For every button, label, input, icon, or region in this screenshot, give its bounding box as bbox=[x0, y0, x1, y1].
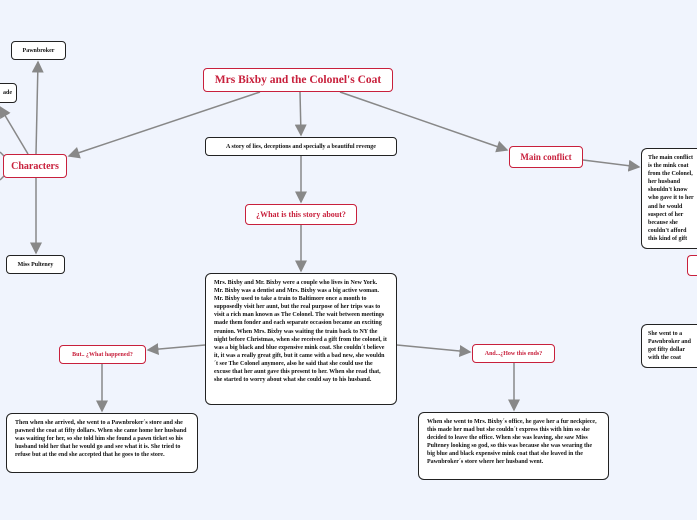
happened-text-node[interactable]: Then when she arrived, she went to a Paw… bbox=[6, 413, 198, 473]
main-conflict-node[interactable]: Main conflict bbox=[509, 146, 583, 168]
about-text-node[interactable]: Mrs. Bixby and Mr. Bixby were a couple w… bbox=[205, 273, 397, 405]
subtitle-node[interactable]: A story of lies, deceptions and speciall… bbox=[205, 137, 397, 156]
root-node[interactable]: Mrs Bixby and the Colonel's Coat bbox=[203, 68, 393, 92]
characters-node[interactable]: Characters bbox=[3, 154, 67, 178]
partial-red-node[interactable] bbox=[687, 255, 697, 276]
partial-right-text-node[interactable]: She went to a Pawnbroker and got fifty d… bbox=[641, 324, 697, 369]
pawnbroker-node[interactable]: Pawnbroker bbox=[11, 41, 66, 60]
miss-pulteney-node[interactable]: Miss Pulteney bbox=[6, 255, 65, 274]
ends-node[interactable]: And...¿How this ends? bbox=[472, 344, 555, 363]
happened-node[interactable]: But.. ¿What happened? bbox=[59, 345, 146, 364]
partial-character-node[interactable]: ade bbox=[0, 83, 17, 103]
main-conflict-text-node[interactable]: The main conflict is the mink coat from … bbox=[641, 148, 697, 250]
about-node[interactable]: ¿What is this story about? bbox=[245, 204, 357, 225]
ends-text-node[interactable]: When she went to Mrs. Bixby´s office, he… bbox=[418, 412, 609, 480]
